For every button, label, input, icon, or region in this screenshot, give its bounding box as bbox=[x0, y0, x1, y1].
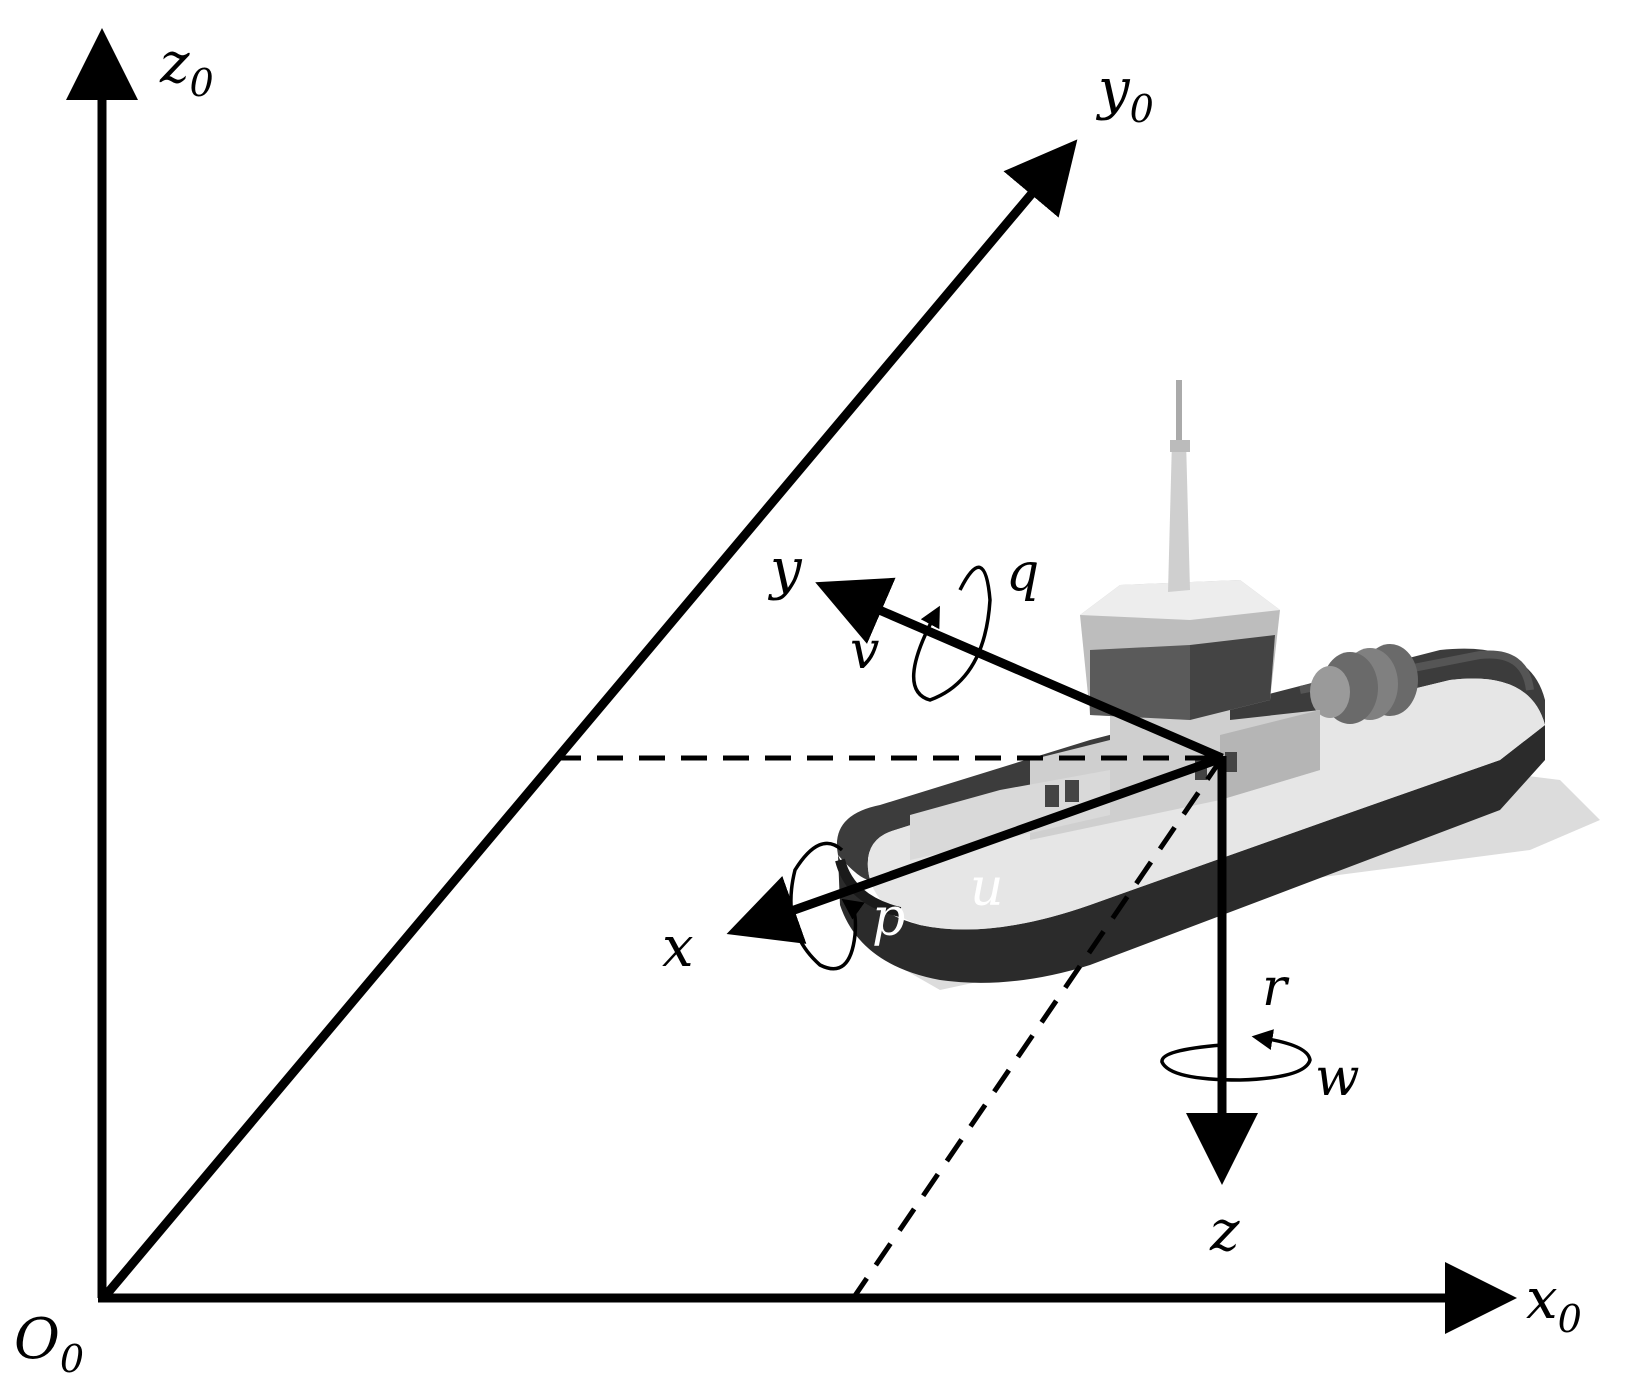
ship-aft-rail bbox=[1299, 650, 1534, 694]
pitch-rotation-arrow bbox=[911, 565, 992, 702]
pitch-rate-label: q bbox=[1006, 543, 1039, 603]
body-x-label: x bbox=[662, 915, 694, 980]
roll-rate-label: p bbox=[872, 888, 905, 948]
body-y-axis bbox=[815, 577, 1224, 763]
projection-line-diagonal bbox=[849, 756, 1225, 1302]
yaw-rotation-arrow bbox=[1160, 1029, 1312, 1082]
ship-mast bbox=[1168, 440, 1190, 592]
world-x-label: x0 bbox=[1526, 1267, 1582, 1341]
surge-velocity-label: u bbox=[970, 858, 1004, 918]
world-y-label: y0 bbox=[1095, 57, 1154, 131]
roll-rotation-arrow bbox=[789, 841, 865, 971]
winch-drum bbox=[1310, 644, 1418, 724]
body-x-axis bbox=[726, 753, 1224, 944]
sway-velocity-label: v bbox=[850, 621, 879, 681]
body-y-label: y bbox=[767, 537, 803, 602]
body-z-label: z bbox=[1209, 1199, 1240, 1264]
ship-gunwale bbox=[836, 648, 1545, 880]
yaw-rate-label: r bbox=[1262, 958, 1290, 1018]
tugboat-illustration bbox=[835, 380, 1545, 983]
ship-forward-cabin bbox=[910, 770, 1110, 860]
heave-velocity-label: w bbox=[1315, 1048, 1360, 1108]
ship-hull bbox=[838, 725, 1545, 983]
world-z-label: z0 bbox=[159, 31, 214, 105]
world-y-axis bbox=[102, 139, 1078, 1298]
ship-deck bbox=[867, 678, 1545, 930]
origin-label: O0 bbox=[14, 1307, 84, 1381]
